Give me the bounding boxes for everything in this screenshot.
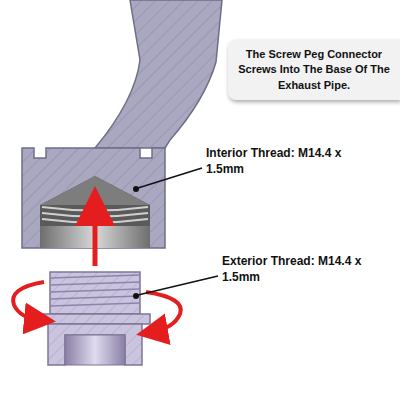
note-text: The Screw Peg Connector Screws Into The … xyxy=(234,47,394,93)
note-box: The Screw Peg Connector Screws Into The … xyxy=(228,40,400,100)
thread-callout: Exterior Thread: M14.4 x 1.5mm xyxy=(222,254,372,285)
thread-callout: Interior Thread: M14.4 x 1.5mm xyxy=(206,146,356,177)
rotate-arrow xyxy=(13,282,44,320)
screw-peg xyxy=(40,272,150,365)
insert-arrow xyxy=(93,206,98,266)
exhaust-pipe xyxy=(95,0,222,148)
rotate-arrow xyxy=(146,292,181,332)
